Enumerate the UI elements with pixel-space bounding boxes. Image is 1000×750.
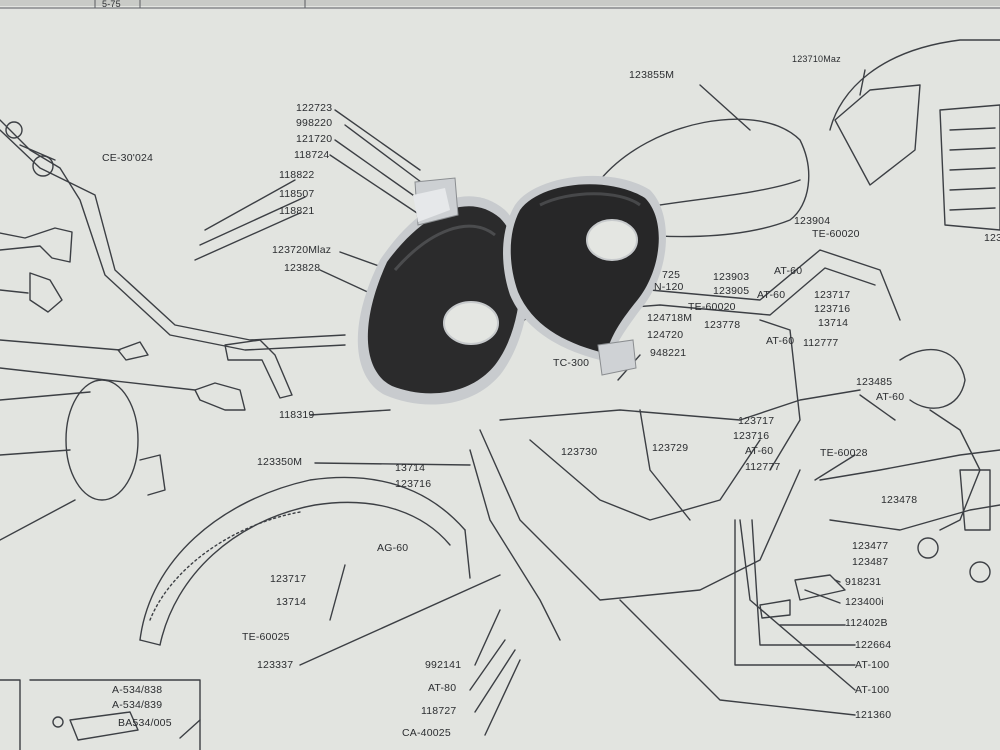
part-label: 123717 <box>738 415 775 427</box>
part-label: 122723 <box>296 102 333 114</box>
part-label: 918231 <box>845 576 882 588</box>
part-label: 13714 <box>276 596 307 608</box>
part-label: TE-60020 <box>688 301 736 313</box>
part-label: 123485 <box>856 376 893 388</box>
part-label: A-534/838 <box>112 684 163 696</box>
part-label: 123855M <box>629 69 675 81</box>
part-label: 118319 <box>279 409 315 421</box>
part-label: AG-60 <box>377 542 409 554</box>
part-label: 123710Maz <box>792 54 841 64</box>
part-label: 121360 <box>855 709 892 721</box>
part-label: 123337 <box>257 659 294 671</box>
part-label: 112777 <box>803 337 839 349</box>
part-label: AT-60 <box>757 289 786 301</box>
part-label: TE-60025 <box>242 631 290 643</box>
part-label: 121720 <box>296 133 333 145</box>
part-label: 123730 <box>561 446 598 458</box>
part-label: 118822 <box>279 169 315 181</box>
part-label: 123477 <box>852 540 889 552</box>
part-label: 123400i <box>845 596 884 608</box>
part-label: A-534/839 <box>112 699 163 711</box>
part-label: 13714 <box>818 317 849 329</box>
part-label: 123903 <box>713 271 750 283</box>
part-label: AT-100 <box>855 684 890 696</box>
part-label: CA-40025 <box>402 727 451 739</box>
part-label: 123828 <box>284 262 321 274</box>
part-label: TE-60028 <box>820 447 868 459</box>
part-label: 123778 <box>704 319 741 331</box>
part-label: 123716 <box>395 478 432 490</box>
part-label: 948221 <box>650 347 687 359</box>
part-label: 123905 <box>713 285 750 297</box>
part-label: CE-30'024 <box>102 152 154 164</box>
part-label: 118821 <box>279 205 315 217</box>
part-label: TE-60020 <box>812 228 860 240</box>
part-label: 123729 <box>652 442 689 454</box>
part-label: 112777 <box>745 461 781 473</box>
part-label: AT-100 <box>855 659 890 671</box>
part-label: 123716 <box>814 303 851 315</box>
part-label: AT-60 <box>766 335 795 347</box>
part-label: 123717 <box>814 289 851 301</box>
part-label: 112402B <box>845 617 888 629</box>
part-label: 122664 <box>855 639 892 651</box>
part-label: N-120 <box>654 281 684 293</box>
part-label: AT-80 <box>428 682 457 694</box>
part-label: 725 <box>662 269 681 281</box>
part-label: 118507 <box>279 188 315 200</box>
part-label: AT-60 <box>774 265 803 277</box>
part-label: 13714 <box>395 462 426 474</box>
part-label: 118727 <box>421 705 457 717</box>
part-label: 998220 <box>296 117 333 129</box>
part-label: 123720Mlaz <box>272 244 332 256</box>
part-label: AT-60 <box>745 445 774 457</box>
part-label: TC-300 <box>553 357 590 369</box>
part-label: BA534/005 <box>118 717 172 729</box>
part-label: 118724 <box>294 149 330 161</box>
part-label: 123350M <box>257 456 303 468</box>
washer-right <box>503 175 667 376</box>
part-label: 123487 <box>852 556 889 568</box>
part-label: 124720 <box>647 329 684 341</box>
part-label: 123716 <box>733 430 770 442</box>
part-label: AT-60 <box>876 391 905 403</box>
part-label: 124718M <box>647 312 693 324</box>
part-label: 123478 <box>881 494 918 506</box>
part-label: 123 <box>984 232 1000 244</box>
part-label: 123717 <box>270 573 307 585</box>
part-label: 992141 <box>425 659 462 671</box>
part-label: 123904 <box>794 215 831 227</box>
header-cell: 5-75 <box>102 0 121 9</box>
washer-left <box>357 177 529 405</box>
